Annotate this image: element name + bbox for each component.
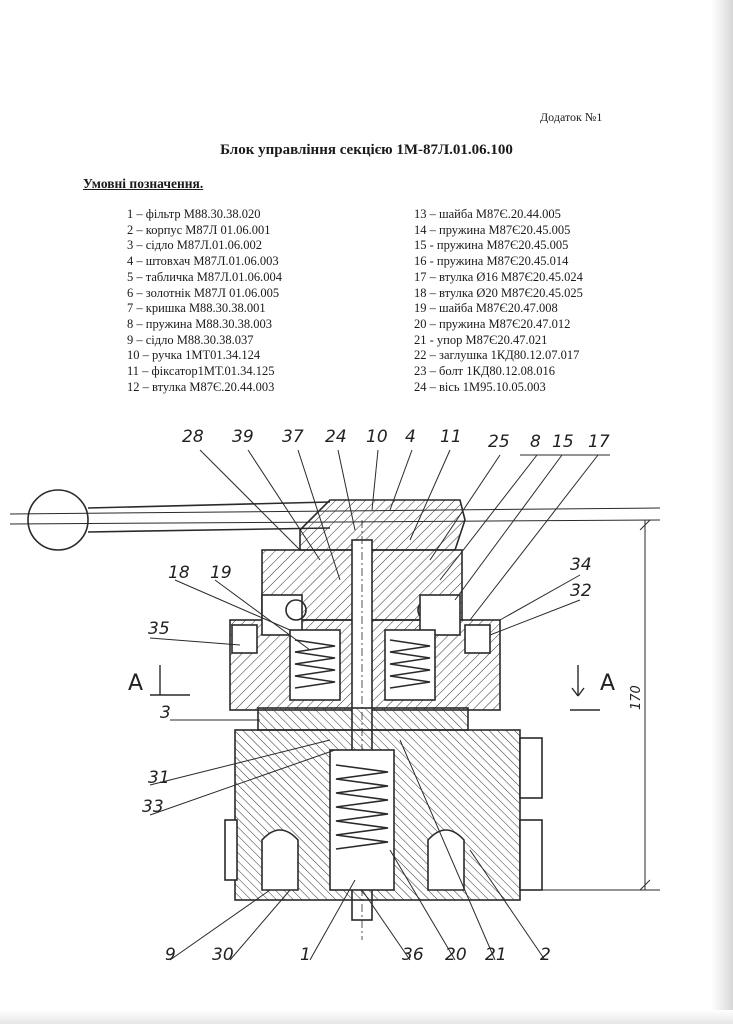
part-item: 1 – фільтр М88.30.38.020: [127, 207, 261, 221]
part-item: 18 – втулка Ø20 М87Є20.45.025: [414, 285, 583, 300]
part-item: 22 – заглушка 1КД80.12.07.017: [414, 348, 580, 363]
part-item: 8 – пружина М88.30.38.003: [127, 316, 273, 331]
callout-number: 37: [282, 427, 304, 447]
callout-number: 30: [212, 945, 234, 965]
callout-number: 25: [488, 432, 510, 452]
callout-number: 9: [165, 945, 176, 965]
port-right: [427, 829, 465, 891]
callout-number: 10: [366, 427, 388, 447]
part-item: 2 – корпус М87Л 01.06.001: [127, 222, 271, 237]
part-item: 23 – болт 1КД80.12.08.016: [414, 364, 556, 379]
part-item: 12 – втулка М87Є.20.44.003: [127, 379, 275, 394]
part-item: 21 - упор М87Є20.47.021: [414, 332, 548, 347]
handle-ball: [27, 489, 89, 551]
port-left: [261, 829, 299, 891]
callout-number: 34: [570, 555, 592, 575]
section-label-right: A: [600, 671, 615, 696]
part-item: 7 – кришка М88.30.38.001: [127, 301, 266, 316]
callout-number: 15: [552, 432, 574, 452]
callout-number: 39: [232, 427, 254, 447]
drawing-geometry: [9, 449, 661, 961]
scan-bottom-shadow: [0, 1010, 733, 1024]
technical-drawing: 28 39 37 24 10 4 11 25 8 15 17 18 19 35 …: [9, 427, 661, 965]
dimension-label: 170: [629, 685, 644, 710]
parts-list-right: 13 – шайба М87Є.20.44.005 14 – пружина М…: [414, 207, 664, 395]
handle-rod: [87, 501, 331, 509]
part-item: 14 – пружина М87Є20.45.005: [414, 222, 571, 237]
part-item: 16 - пружина М87Є20.45.014: [414, 254, 569, 269]
callout-number: 17: [588, 432, 610, 452]
upper-spring-right: [389, 639, 431, 689]
callout-number: 20: [445, 945, 467, 965]
lever-head: [299, 499, 466, 551]
part-item: 5 – табличка М87Л.01.06.004: [127, 269, 282, 284]
seat-plate: [257, 707, 469, 731]
callout-number: 31: [148, 768, 170, 788]
lower-spring: [335, 764, 389, 850]
callout-number: 35: [148, 619, 170, 639]
part-item: 17 – втулка Ø16 М87Є20.45.024: [414, 269, 583, 284]
callout-number: 24: [325, 427, 347, 447]
callout-number: 19: [210, 563, 232, 583]
callout-number: 4: [405, 427, 416, 447]
callout-number: 1: [300, 945, 311, 965]
part-item: 13 – шайба М87Є.20.44.005: [414, 207, 561, 221]
part-item: 6 – золотнік М87Л 01.06.005: [127, 285, 280, 300]
legend-heading: Умовні позначення.: [83, 176, 204, 191]
upper-spring-left: [294, 639, 336, 689]
callout-number: 11: [440, 427, 462, 447]
scan-edge-shadow: [711, 0, 733, 1024]
part-item: 9 – сідло М88.30.38.037: [127, 332, 254, 347]
parts-list-left: 1 – фільтр М88.30.38.020 2 – корпус М87Л…: [127, 207, 387, 395]
part-item: 15 - пружина М87Є20.45.005: [414, 238, 569, 253]
part-item: 10 – ручка 1МТ01.34.124: [127, 348, 261, 363]
callout-number: 28: [182, 427, 204, 447]
callout-number: 32: [570, 581, 592, 601]
appendix-label: Додаток №1: [540, 110, 603, 124]
part-item: 3 – сідло М87Л.01.06.002: [127, 238, 262, 253]
part-item: 20 – пружина М87Є20.47.012: [414, 316, 571, 331]
callout-number: 2: [540, 945, 551, 965]
document-title: Блок управління секцією 1М-87Л.01.06.100: [220, 142, 513, 158]
callout-number: 33: [142, 797, 164, 817]
callout-number: 8: [530, 432, 541, 452]
callout-number: 18: [168, 563, 190, 583]
callout-number: 36: [402, 945, 424, 965]
callout-number: 3: [160, 703, 171, 723]
callout-number: 21: [485, 945, 507, 965]
part-item: 4 – штовхач М87Л.01.06.003: [127, 254, 279, 269]
part-item: 24 – вісь 1М95.10.05.003: [414, 379, 546, 394]
part-item: 11 – фіксатор1МТ.01.34.125: [127, 364, 275, 379]
part-item: 19 – шайба М87Є20.47.008: [414, 301, 558, 316]
section-label-left: A: [128, 671, 143, 696]
